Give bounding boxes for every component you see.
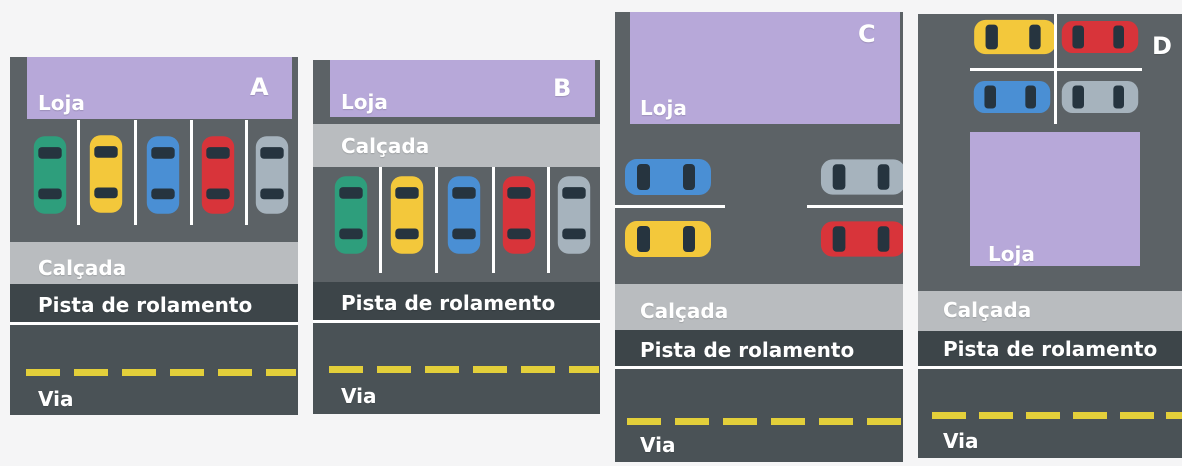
lane-label: Pista de rolamento [341, 291, 556, 315]
silver-car [556, 171, 592, 259]
silver-car [254, 132, 290, 218]
silver-car [819, 157, 903, 197]
parking-line [379, 167, 382, 273]
traffic-lane [313, 282, 600, 320]
blue-car [972, 78, 1052, 116]
store [970, 132, 1140, 266]
lane-label: Pista de rolamento [943, 337, 1158, 361]
green-car [32, 132, 68, 218]
parking-line [615, 205, 725, 208]
store-label: Loja [38, 91, 85, 115]
yellow-car [972, 18, 1058, 56]
silver-car [1060, 78, 1140, 116]
road-label: Via [640, 433, 676, 457]
road-label: Via [341, 384, 377, 408]
panel-letter: C [858, 20, 876, 48]
panel-d: D Loja Calçada Pista de rolamento Via [918, 14, 1182, 458]
lane-label: Pista de rolamento [38, 293, 253, 317]
traffic-lane [615, 330, 903, 366]
red-car [819, 219, 903, 259]
parking-line [245, 120, 248, 225]
parking-line [134, 120, 137, 225]
store [630, 12, 900, 124]
lane-divider [918, 366, 1182, 369]
red-car [1060, 18, 1140, 56]
parking-line [492, 167, 495, 273]
yellow-car [621, 219, 715, 259]
store [330, 60, 595, 117]
road-label: Via [38, 387, 74, 411]
sidewalk [615, 284, 903, 330]
sidewalk-label: Calçada [640, 299, 729, 323]
store-label: Loja [988, 242, 1035, 266]
store-label: Loja [341, 90, 388, 114]
store [27, 57, 292, 119]
parking-line [970, 68, 1142, 71]
lane-label: Pista de rolamento [640, 338, 855, 362]
traffic-lane [10, 284, 298, 322]
panel-letter: B [553, 74, 572, 102]
sidewalk [918, 291, 1182, 331]
sidewalk [10, 242, 298, 284]
blue-car [145, 132, 181, 218]
red-car [501, 171, 537, 259]
blue-car [621, 157, 715, 197]
panel-a: Loja A Calçada Pista de rolamento Via [10, 57, 298, 415]
parking-line [190, 120, 193, 225]
parking-line [77, 120, 80, 225]
yellow-car [389, 171, 425, 259]
traffic-lane [918, 331, 1182, 366]
road-label: Via [943, 429, 979, 453]
sidewalk-label: Calçada [38, 256, 127, 280]
sidewalk [313, 124, 600, 167]
lane-divider [313, 320, 600, 323]
panel-c: Loja C Calçada Pista de rolamento Via [615, 12, 903, 462]
parking-line [807, 205, 903, 208]
parking-line [547, 167, 550, 273]
blue-car [446, 171, 482, 259]
parking-line [435, 167, 438, 273]
red-car [200, 132, 236, 218]
lane-divider [615, 366, 903, 369]
road [615, 369, 903, 462]
lane-divider [10, 322, 298, 325]
sidewalk-label: Calçada [341, 134, 430, 158]
panel-letter: A [250, 73, 269, 101]
store-label: Loja [640, 96, 687, 120]
sidewalk-label: Calçada [943, 298, 1032, 322]
yellow-car [88, 130, 124, 218]
panel-letter: D [1152, 32, 1172, 60]
green-car [333, 171, 369, 259]
panel-b: Loja B Calçada Pista de rolamento Via [313, 60, 600, 414]
